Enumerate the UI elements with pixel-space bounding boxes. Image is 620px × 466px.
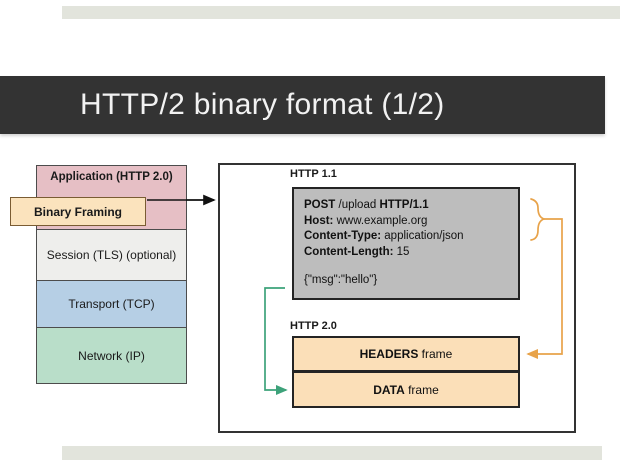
header-host-key: Host:: [304, 214, 334, 227]
headers-frame-label: HEADERS frame: [360, 347, 453, 361]
request-line-2: Host: www.example.org: [304, 214, 518, 230]
binary-framing-label: Binary Framing: [33, 204, 123, 219]
binary-framing-box: Binary Framing: [10, 197, 146, 226]
header-host-value: www.example.org: [333, 214, 428, 227]
data-frame-label: DATA frame: [373, 383, 439, 397]
http20-section-label: HTTP 2.0: [290, 320, 337, 332]
slide-bottom-band: [62, 446, 602, 460]
stack-layer-session: Session (TLS) (optional): [37, 230, 186, 281]
request-line-3: Content-Type: application/json: [304, 229, 518, 245]
stack-layer-session-label: Session (TLS) (optional): [46, 248, 177, 262]
slide-title-bar: HTTP/2 binary format (1/2): [0, 76, 605, 134]
headers-frame-box: HEADERS frame: [292, 336, 520, 372]
request-method: POST: [304, 199, 336, 211]
headers-frame-name: HEADERS: [359, 347, 419, 361]
request-path: /upload: [335, 199, 380, 211]
stack-layer-network-label: Network (IP): [78, 348, 145, 363]
request-line-1: POST /upload HTTP/1.1: [304, 198, 518, 214]
header-content-type-key: Content-Type:: [304, 230, 382, 242]
stack-layer-transport: Transport (TCP): [37, 281, 186, 328]
request-version: HTTP/1.1: [379, 199, 429, 211]
header-content-type-value: application/json: [381, 230, 464, 242]
stack-layer-network: Network (IP): [37, 328, 186, 383]
stack-layer-transport-label: Transport (TCP): [68, 297, 155, 311]
slide-top-band: [62, 6, 620, 19]
page-title: HTTP/2 binary format (1/2): [80, 88, 445, 121]
header-content-length-key: Content-Length:: [304, 245, 394, 258]
data-frame-suffix: frame: [404, 382, 439, 397]
data-frame-name: DATA: [373, 382, 405, 397]
http11-section-label: HTTP 1.1: [290, 168, 337, 180]
headers-frame-suffix: frame: [418, 347, 453, 361]
header-content-length-value: 15: [393, 245, 410, 258]
data-frame-box: DATA frame: [292, 372, 520, 408]
http11-request-box: POST /upload HTTP/1.1 Host: www.example.…: [292, 187, 520, 300]
stack-layer-application-label: Application (HTTP 2.0): [50, 171, 173, 183]
request-line-4: Content-Length: 15: [304, 245, 518, 261]
request-body: {"msg":"hello"}: [304, 274, 378, 286]
